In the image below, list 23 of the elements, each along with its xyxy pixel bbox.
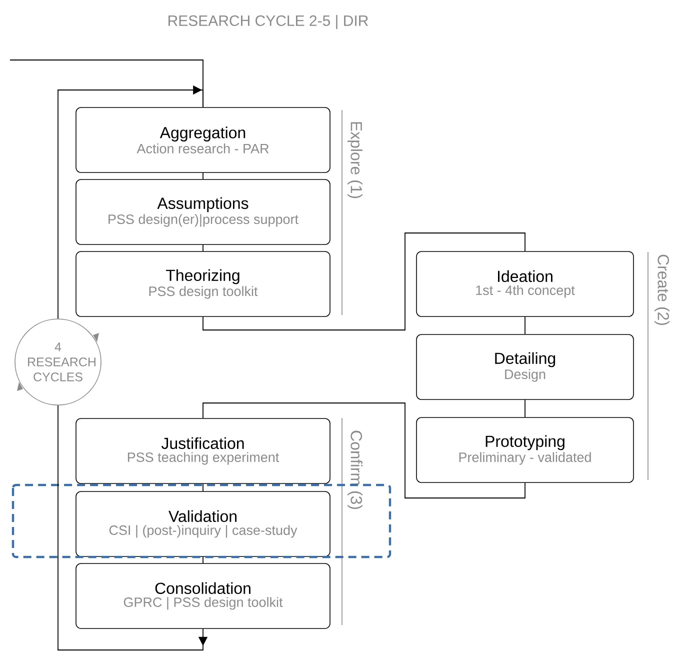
process-box: Validation CSI | (post-)inquiry | case-study (76, 491, 330, 557)
process-box: Theorizing PSS design toolkit (76, 251, 330, 317)
connector (202, 402, 526, 498)
phase-label: Confirm (3) (346, 429, 364, 511)
connector (202, 244, 204, 252)
connector (524, 316, 526, 335)
connector (524, 399, 526, 418)
process-box: Prototyping Preliminary - validated (416, 417, 634, 483)
connector (58, 85, 204, 320)
connector (202, 172, 204, 180)
process-box: Justification PSS teaching experiment (76, 418, 330, 484)
connector (202, 232, 526, 330)
phase-label: Create (2) (654, 252, 670, 327)
process-box: Consolidation GPRC | PSS design toolkit (76, 563, 330, 629)
process-box: Assumptions PSS design(er)|process support (76, 179, 330, 245)
process-box: Detailing Design (416, 334, 634, 400)
process-box: Ideation 1st - 4th concept (416, 251, 634, 317)
connector (202, 483, 204, 492)
phase-label: Explore (1) (346, 120, 364, 200)
diagram-title: RESEARCH CYCLE 2-5 | DIR (168, 14, 368, 30)
connector (202, 556, 204, 564)
connector (58, 404, 208, 650)
process-box: Aggregation Action research - PAR (76, 107, 330, 173)
